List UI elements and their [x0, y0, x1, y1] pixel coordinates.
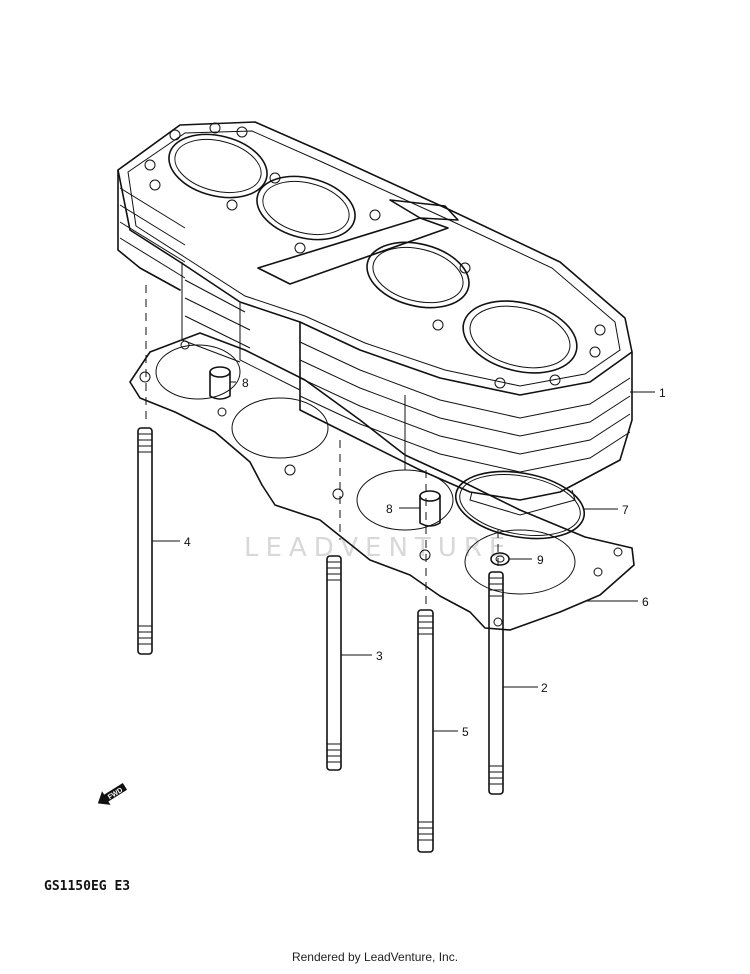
dowel-pin-upper [209, 366, 231, 400]
stud-4 [137, 427, 153, 655]
stud-3 [326, 555, 342, 771]
o-ring [454, 470, 586, 540]
alignment-lines [145, 285, 499, 605]
leader-lines [152, 381, 655, 732]
stud-2 [488, 571, 504, 795]
watermark-text: LEADVENTURE [244, 533, 512, 563]
cylinder-base-gasket [129, 332, 635, 631]
callout-5: 5 [462, 725, 469, 739]
dowel-pin-lower [419, 490, 441, 527]
cylinder-block [117, 121, 633, 516]
callout-8-upper: 8 [242, 376, 249, 390]
callout-1: 1 [659, 386, 666, 400]
callout-7: 7 [622, 503, 629, 517]
callout-2: 2 [541, 681, 548, 695]
callout-6: 6 [642, 595, 649, 609]
fwd-label: FWD [107, 787, 124, 801]
fwd-arrow-icon: FWD [97, 783, 128, 805]
callout-3: 3 [376, 649, 383, 663]
stud-5 [417, 609, 434, 853]
callout-4: 4 [184, 535, 191, 549]
callout-9: 9 [537, 553, 544, 567]
footer-credit: Rendered by LeadVenture, Inc. [291, 950, 459, 964]
model-code: GS1150EG E3 [44, 879, 130, 894]
callout-8-lower: 8 [386, 502, 393, 516]
